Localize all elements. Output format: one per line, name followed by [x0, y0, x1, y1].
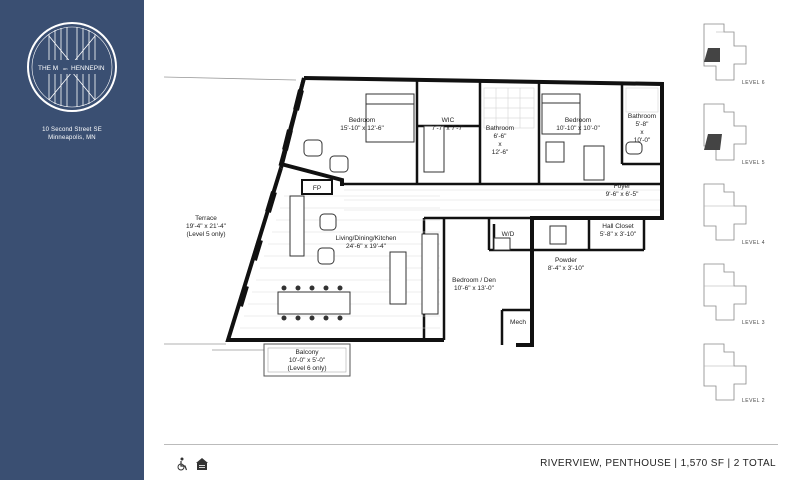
bath1-name: Bathroom — [486, 125, 514, 132]
bath2-dims3: 10'-0" — [634, 137, 651, 144]
hall-closet-dims: 5'-8" x 3'-10" — [600, 231, 637, 238]
foyer-dims: 9'-6" x 6'-5" — [606, 191, 639, 198]
level-selector: LEVEL 6 LEVEL 5 LEVEL 4 LEVEL 3 — [694, 14, 784, 414]
den-name: Bedroom / Den — [452, 277, 496, 284]
mech-label: Mech — [510, 319, 526, 326]
floor-plan: Bedroom 15'-10" x 12'-6" WIC 7'-7" x 7'-… — [163, 76, 664, 377]
level-6-plan-icon — [703, 23, 747, 81]
equal-housing-icon — [196, 458, 208, 470]
hall-closet-name: Hall Closet — [602, 223, 634, 230]
bath1-dims1: 6'-6" — [494, 133, 508, 140]
wic-name: WIC — [442, 117, 455, 124]
powder-dims: 8'-4" x 3'-10" — [548, 265, 585, 272]
level-3-thumbnail[interactable]: LEVEL 3 — [694, 258, 784, 330]
level-2-plan-icon — [703, 343, 747, 401]
fp-label: FP — [313, 185, 321, 192]
address-line2: Minneapolis, MN — [48, 135, 96, 141]
level-4-plan-icon — [703, 183, 747, 241]
bedroom1-name: Bedroom — [349, 117, 375, 124]
level-2-thumbnail[interactable]: LEVEL 2 — [694, 338, 784, 410]
wd-label: W/D — [502, 231, 515, 238]
terrace-note: (Level 5 only) — [186, 231, 225, 238]
bath2-dims2: x — [640, 129, 644, 136]
terrace-name: Terrace — [195, 215, 217, 222]
bath1-dims3: 12'-6" — [492, 149, 509, 156]
logo-line2: HENNEPIN — [71, 65, 105, 72]
brand-logo: THE M on HENNEPIN — [27, 22, 117, 112]
sidebar: THE M on HENNEPIN 10 Second Street SE Mi… — [0, 0, 144, 480]
balcony-dims: 10'-0" x 5'-0" — [289, 357, 326, 364]
level-4-thumbnail[interactable]: LEVEL 4 — [694, 178, 784, 250]
logo-line1: THE M — [38, 65, 58, 72]
balcony-name: Balcony — [295, 349, 319, 356]
bath2-dims1: 5'-8" — [636, 121, 650, 128]
logo-line-on: on — [63, 66, 67, 71]
bath1-dims2: x — [498, 141, 502, 148]
address-line1: 10 Second Street SE — [42, 127, 102, 133]
living-name: Living/Dining/Kitchen — [336, 235, 397, 242]
main-content: Bedroom 15'-10" x 12'-6" WIC 7'-7" x 7'-… — [144, 0, 790, 480]
level-5-plan-icon — [703, 103, 747, 161]
level-5-label: LEVEL 5 — [742, 160, 766, 166]
powder-name: Powder — [555, 257, 578, 264]
wic-dims: 7'-7" x 7'-7" — [432, 125, 465, 132]
unit-info: RIVERVIEW, PENTHOUSE | 1,570 SF | 2 TOTA… — [540, 458, 776, 469]
den-dims: 10'-6" x 13'-0" — [454, 285, 495, 292]
level-6-label: LEVEL 6 — [742, 80, 766, 86]
bedroom2-dims: 10'-10" x 10'-0" — [556, 125, 600, 132]
footer-icons — [176, 457, 236, 471]
accessibility-icon — [177, 457, 188, 471]
terrace-dims: 19'-4" x 21'-4" — [186, 223, 227, 230]
bedroom2-name: Bedroom — [565, 117, 591, 124]
level-2-label: LEVEL 2 — [742, 398, 766, 404]
level-4-label: LEVEL 4 — [742, 240, 766, 246]
balcony-note: (Level 6 only) — [287, 365, 326, 372]
level-3-label: LEVEL 3 — [742, 320, 766, 326]
foyer-name: Foyer — [614, 183, 631, 190]
footer-divider — [164, 444, 778, 445]
level-6-thumbnail[interactable]: LEVEL 6 — [694, 18, 784, 90]
bedroom1-dims: 15'-10" x 12'-6" — [340, 125, 384, 132]
level-5-thumbnail[interactable]: LEVEL 5 — [694, 98, 784, 170]
bath2-name: Bathroom — [628, 113, 656, 120]
level-3-plan-icon — [703, 263, 747, 321]
living-dims: 24'-6" x 19'-4" — [346, 243, 387, 250]
